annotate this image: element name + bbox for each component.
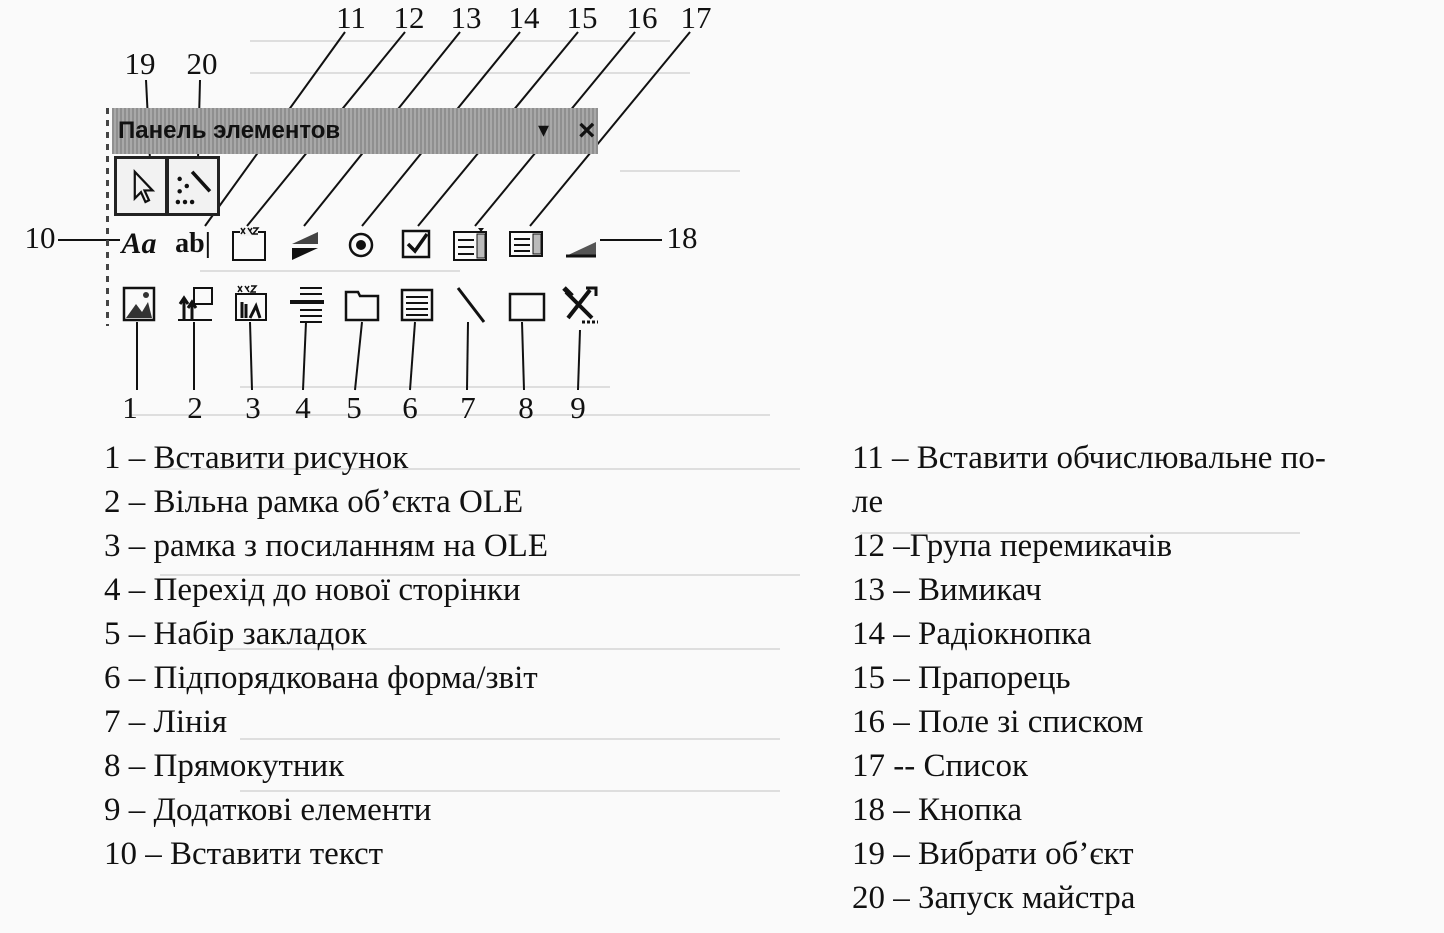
- legend-item: 11 – Вставити обчислювальне по-: [852, 440, 1326, 476]
- checkbox-icon: [401, 229, 431, 259]
- rectangle-tool[interactable]: [506, 284, 548, 324]
- leader-6: [409, 321, 416, 391]
- option-group-tool[interactable]: [228, 224, 270, 264]
- callout-7: 7: [460, 390, 476, 425]
- option-group-icon: [232, 227, 266, 261]
- more-controls-tool[interactable]: [560, 284, 602, 324]
- callout-12: 12: [393, 0, 425, 35]
- legend-item: 4 – Перехід до нової сторінки: [104, 572, 521, 608]
- callout-20: 20: [186, 46, 218, 81]
- line-icon: [456, 287, 486, 323]
- select-objects-button[interactable]: [114, 156, 168, 216]
- legend-item: 17 -- Список: [852, 748, 1028, 784]
- leader-17: [529, 31, 691, 227]
- legend-right: 11 – Вставити обчислювальне по- ле 12 –Г…: [852, 436, 1422, 920]
- close-icon[interactable]: ×: [578, 114, 596, 147]
- legend-item: 10 – Вставити текст: [104, 836, 384, 872]
- wizard-wand-icon: [175, 170, 212, 205]
- tab-control-icon: [344, 290, 380, 322]
- callout-5: 5: [346, 390, 362, 425]
- toolbox-title: Панель элементов: [118, 117, 341, 144]
- legend-item: 16 – Поле зі списком: [852, 704, 1144, 740]
- legend-item: ле: [852, 484, 884, 520]
- label-tool[interactable]: Aa: [118, 224, 160, 264]
- legend-item: 12 –Група перемикачів: [852, 528, 1173, 564]
- callout-17: 17: [680, 0, 712, 35]
- legend-item: 1 – Вставити рисунок: [104, 440, 409, 476]
- panel-grip[interactable]: [106, 108, 109, 326]
- leader-4: [302, 321, 307, 391]
- legend-item: 9 – Додаткові елементи: [104, 792, 432, 828]
- unbound-object-frame-tool[interactable]: [174, 284, 216, 324]
- legend-item: 14 – Радіокнопка: [852, 616, 1092, 652]
- bound-object-frame-icon: [235, 285, 267, 321]
- legend-item: 18 – Кнопка: [852, 792, 1023, 828]
- combo-box-icon: [453, 228, 487, 261]
- radio-button-icon: [348, 232, 374, 258]
- legend-item: 8 – Прямокутник: [104, 748, 345, 784]
- more-controls-icon: [562, 286, 598, 324]
- toggle-button-icon: [292, 232, 318, 260]
- callout-9: 9: [570, 390, 586, 425]
- leader-3: [249, 321, 253, 391]
- legend-item: 20 – Запуск майстра: [852, 880, 1136, 916]
- checkbox-tool[interactable]: [396, 224, 438, 264]
- legend-left: 1 – Вставити рисунок 2 – Вільна рамка об…: [104, 436, 548, 876]
- toolbox-panel: Панель элементов ▾ × Aa ab|: [106, 104, 598, 326]
- callout-3: 3: [245, 390, 261, 425]
- control-wizards-button[interactable]: [166, 156, 220, 216]
- rectangle-icon: [508, 292, 546, 322]
- callout-14: 14: [508, 0, 540, 35]
- leader-8: [521, 321, 525, 391]
- callout-4: 4: [295, 390, 311, 425]
- bound-object-frame-tool[interactable]: [230, 284, 272, 324]
- image-icon: [122, 286, 156, 322]
- legend-item: 5 – Набір закладок: [104, 616, 367, 652]
- subform-icon: [400, 288, 434, 322]
- toggle-button-tool[interactable]: [284, 224, 326, 264]
- callout-10: 10: [24, 220, 56, 255]
- label-text-icon: Aa: [121, 227, 157, 260]
- combo-box-tool[interactable]: [450, 224, 492, 264]
- legend-item: 7 – Лінія: [104, 704, 228, 740]
- leader-7: [466, 321, 469, 391]
- dropdown-arrow-icon[interactable]: ▾: [538, 118, 550, 143]
- list-box-icon: [509, 231, 543, 257]
- select-arrow-icon: [133, 169, 156, 204]
- legend-item: 15 – Прапорець: [852, 660, 1071, 696]
- subform-tool[interactable]: [396, 284, 438, 324]
- callout-11: 11: [336, 0, 366, 35]
- page-break-tool[interactable]: [286, 284, 328, 324]
- callout-18: 18: [666, 220, 698, 255]
- callout-19: 19: [124, 46, 156, 81]
- callout-1: 1: [122, 390, 138, 425]
- callout-15: 15: [566, 0, 598, 35]
- image-tool[interactable]: [118, 284, 160, 324]
- toolbox-titlebar[interactable]: Панель элементов ▾ ×: [112, 108, 598, 154]
- list-box-tool[interactable]: [506, 224, 548, 264]
- callout-8: 8: [518, 390, 534, 425]
- callout-2: 2: [187, 390, 203, 425]
- textbox-tool[interactable]: ab|: [172, 224, 214, 264]
- page-break-icon: [290, 287, 324, 323]
- callout-13: 13: [450, 0, 482, 35]
- callout-6: 6: [402, 390, 418, 425]
- leader-9: [577, 329, 581, 391]
- legend-item: 13 – Вимикач: [852, 572, 1042, 608]
- tab-control-tool[interactable]: [342, 284, 384, 324]
- textbox-ab-icon: ab|: [175, 228, 211, 259]
- legend-item: 3 – рамка з посиланням на OLE: [104, 528, 548, 564]
- legend-item: 19 – Вибрати об’єкт: [852, 836, 1134, 872]
- radio-button-tool[interactable]: [340, 224, 382, 264]
- legend-item: 6 – Підпорядкована форма/звіт: [104, 660, 538, 696]
- legend-item: 2 – Вільна рамка об’єкта OLE: [104, 484, 524, 520]
- callout-16: 16: [626, 0, 658, 35]
- command-button-icon: [566, 242, 596, 258]
- leader-5: [354, 321, 363, 391]
- command-button-tool[interactable]: [560, 224, 602, 264]
- unbound-object-frame-icon: [178, 287, 213, 321]
- line-tool[interactable]: [450, 284, 492, 324]
